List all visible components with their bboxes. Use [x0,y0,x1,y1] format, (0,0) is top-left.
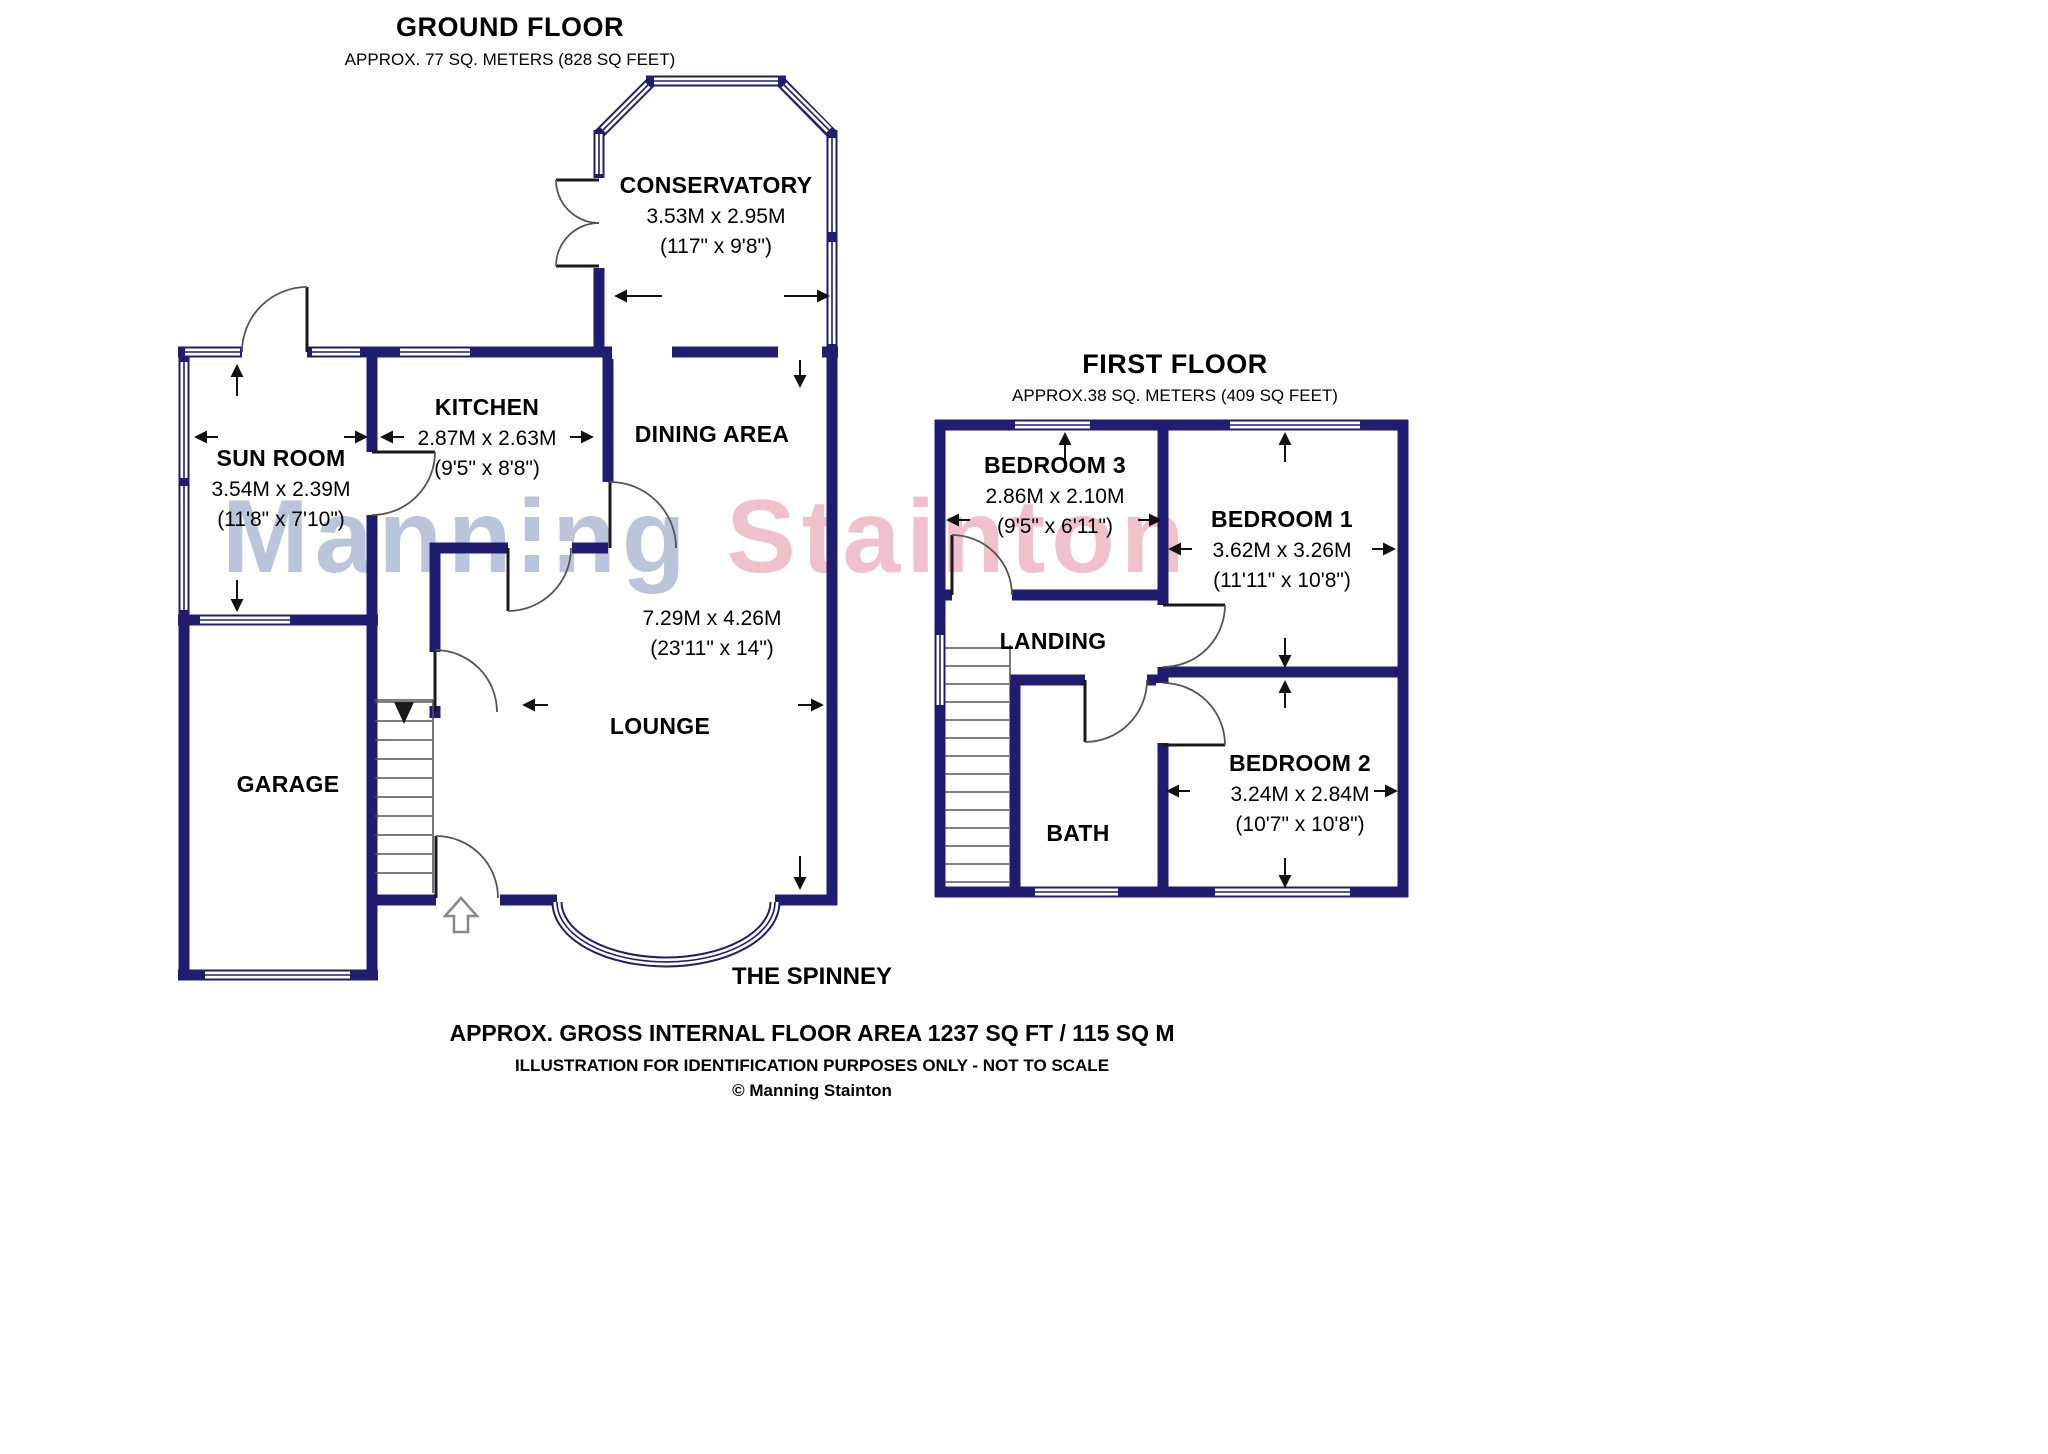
ground-floor-stairs [374,699,434,893]
room-label-bath: BATH [1046,820,1110,846]
bow-window-wall [551,901,781,968]
room-dim-imperial: (11'8" x 7'10") [217,508,345,531]
room-label-sun-room: SUN ROOM 3.54M x 2.39M (11'8" x 7'10") [212,445,351,532]
room-dim-metric: 2.86M x 2.10M [985,485,1125,508]
first-floor-stairs [945,645,1011,883]
first-floor-title: FIRST FLOOR [1082,349,1268,379]
bow-window-glass [553,901,779,966]
room-dim-imperial: (11'11" x 10'8") [1213,569,1351,592]
ground-floor-plan [178,75,838,981]
footer-copyright: © Manning Stainton [732,1081,892,1100]
footer-gross-area: APPROX. GROSS INTERNAL FLOOR AREA 1237 S… [449,1020,1175,1046]
room-name: SUN ROOM [216,445,346,471]
ground-floor-title: GROUND FLOOR [396,12,624,42]
room-dim-imperial: (9'5" x 8'8") [434,457,540,480]
room-label-conservatory: CONSERVATORY 3.53M x 2.95M (117" x 9'8") [620,172,813,259]
ground-floor-windows [180,77,836,979]
footer-disclaimer: ILLUSTRATION FOR IDENTIFICATION PURPOSES… [514,1056,1110,1075]
first-floor-doors [950,534,1226,747]
room-dim-imperial: (10'7" x 10'8") [1235,813,1365,836]
first-floor-openings [952,588,1170,743]
room-label-lounge: LOUNGE [609,713,711,739]
room-dim-imperial: (117" x 9'8") [660,235,772,258]
room-dim-metric: 3.24M x 2.84M [1230,783,1370,806]
first-floor-plan [934,419,1409,898]
ground-floor-subtitle: APPROX. 77 SQ. METERS (828 SQ FEET) [344,50,676,69]
room-label-lounge-dims: 7.29M x 4.26M (23'11" x 14") [643,607,782,661]
room-name: BEDROOM 1 [1211,506,1353,532]
room-label-garage: GARAGE [236,771,340,797]
stairs-direction-wedge [394,702,414,724]
room-name: CONSERVATORY [619,172,813,198]
room-dim-metric: 2.87M x 2.63M [417,427,557,450]
room-name: BEDROOM 3 [984,452,1126,478]
first-floor-windows [936,421,1360,896]
room-dim-metric: 3.53M x 2.95M [646,205,786,228]
room-label-kitchen: KITCHEN 2.87M x 2.63M (9'5" x 8'8") [418,394,557,481]
room-dim-imperial: (23'11" x 14") [650,637,774,660]
room-label-bedroom2: BEDROOM 2 3.24M x 2.84M (10'7" x 10'8") [1229,750,1371,837]
first-floor-dimension-arrows [946,432,1398,888]
room-dim-metric: 3.62M x 3.26M [1212,539,1352,562]
first-floor-subtitle: APPROX.38 SQ. METERS (409 SQ FEET) [1012,386,1338,405]
room-label-dining-area: DINING AREA [634,421,790,447]
room-label-bedroom1: BEDROOM 1 3.62M x 3.26M (11'11" x 10'8") [1211,506,1353,593]
street-name: THE SPINNEY [731,963,893,990]
room-name: BEDROOM 2 [1229,750,1371,776]
room-label-landing: LANDING [999,628,1107,654]
ground-floor-doors [241,178,677,899]
room-dim-metric: 7.29M x 4.26M [642,607,782,630]
entrance-arrow-icon [442,896,480,934]
ground-floor-dimension-arrows [194,289,830,890]
room-dim-metric: 3.54M x 2.39M [211,478,351,501]
room-dim-imperial: (9'5" x 6'11") [997,515,1113,538]
room-name: KITCHEN [434,394,540,420]
room-label-bedroom3: BEDROOM 3 2.86M x 2.10M (9'5" x 6'11") [984,452,1126,539]
